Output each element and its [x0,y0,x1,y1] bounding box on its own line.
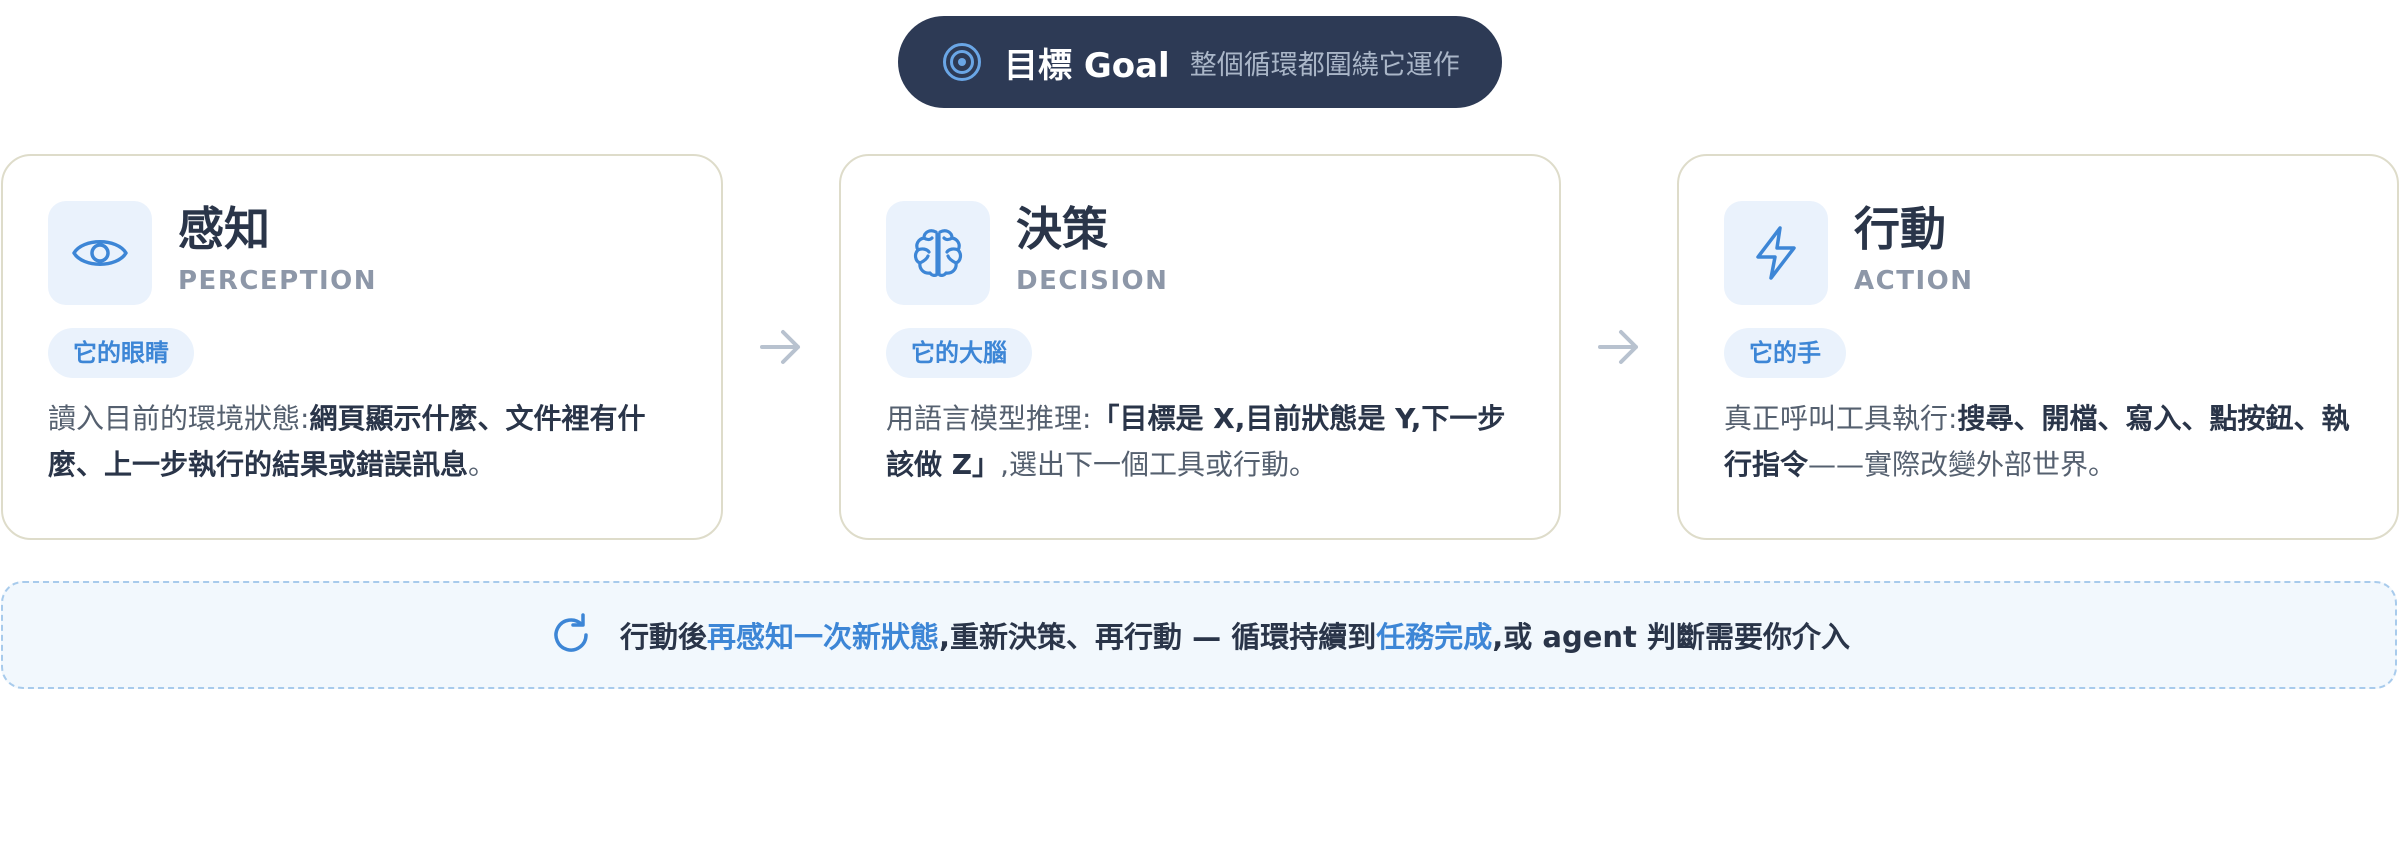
perception-description: 讀入目前的環境狀態:網頁顯示什麼、文件裡有什麼、上一步執行的結果或錯誤訊息。 [48,396,688,488]
goal-title: 目標 Goal [1004,45,1170,86]
action-tag: 它的手 [1724,328,1846,378]
decision-description-bold: 「目標是 X,目前狀態是 Y,下一步該做 Z」 [886,402,1506,481]
perception-description-suffix: 。 [468,448,497,481]
loop-banner: 行動後再感知一次新狀態,重新決策、再行動 — 循環持續到任務完成,或 agent… [1,581,2397,689]
decision-subtitle: DECISION [1016,266,1169,296]
action-description-bold: 搜尋、開檔、寫入、點按鈕、執行指令 [1724,402,2350,481]
arrow-right-icon [1598,330,1638,364]
arrow-right-icon [760,330,800,364]
perception-title: 感知 [178,202,270,256]
decision-description-suffix: ,選出下一個工具或行動。 [1000,448,1317,481]
perception-subtitle: PERCEPTION [178,266,378,296]
decision-card: 決策 DECISION 它的大腦 用語言模型推理:「目標是 X,目前狀態是 Y,… [839,154,1561,540]
loop-highlight-reperceive: 再感知一次新狀態 [707,620,940,654]
perception-description-bold: 網頁顯示什麼、文件裡有什麼、上一步執行的結果或錯誤訊息 [48,402,646,481]
decision-description-prefix: 用語言模型推理: [886,402,1092,435]
decision-title: 決策 [1016,202,1108,256]
action-description-suffix: ——實際改變外部世界。 [1808,448,2117,481]
loop-text-part3: ,或 agent 判斷需要你介入 [1492,620,1850,654]
lightning-icon [1756,226,1796,280]
loop-text-part2: ,重新決策、再行動 — 循環持續到 [939,620,1377,654]
perception-icon-box [48,201,152,305]
decision-description: 用語言模型推理:「目標是 X,目前狀態是 Y,下一步該做 Z」,選出下一個工具或… [886,396,1526,488]
perception-tag: 它的眼睛 [48,328,194,378]
decision-tag: 它的大腦 [886,328,1032,378]
perception-card: 感知 PERCEPTION 它的眼睛 讀入目前的環境狀態:網頁顯示什麼、文件裡有… [1,154,723,540]
loop-text-part1: 行動後 [620,620,708,654]
action-subtitle: ACTION [1854,266,1974,296]
action-description: 真正呼叫工具執行:搜尋、開檔、寫入、點按鈕、執行指令——實際改變外部世界。 [1724,396,2364,488]
refresh-icon [554,613,588,652]
goal-pill: 目標 Goal 整個循環都圍繞它運作 [898,16,1502,108]
target-icon [943,43,981,81]
action-card: 行動 ACTION 它的手 真正呼叫工具執行:搜尋、開檔、寫入、點按鈕、執行指令… [1677,154,2399,540]
action-icon-box [1724,201,1828,305]
action-description-prefix: 真正呼叫工具執行: [1724,402,1958,435]
brain-icon [913,229,963,277]
goal-subtitle: 整個循環都圍繞它運作 [1189,49,1460,81]
loop-description: 行動後再感知一次新狀態,重新決策、再行動 — 循環持續到任務完成,或 agent… [620,614,1850,656]
loop-highlight-complete: 任務完成 [1376,620,1493,654]
action-title: 行動 [1854,202,1946,256]
decision-icon-box [886,201,990,305]
eye-icon [72,240,128,266]
perception-description-prefix: 讀入目前的環境狀態: [48,402,310,435]
